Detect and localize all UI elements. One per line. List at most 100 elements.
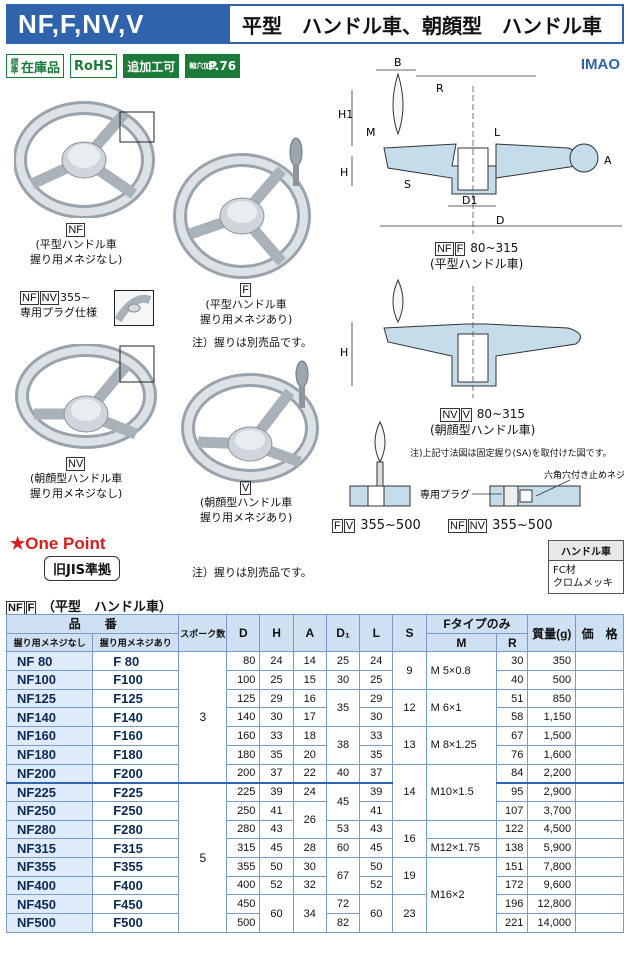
f-tag: F [240,283,252,297]
cell-l: 37 [359,763,394,784]
material-line1: FC材 [553,565,576,576]
cell-d: 355 [226,856,261,877]
cell-r: 107 [496,800,529,821]
cell-mass: 1,500 [527,726,577,746]
cell-mass: 2,200 [527,763,577,784]
dim-s: S [404,178,411,191]
cell-price [575,800,624,821]
cell-mass: 3,700 [527,800,577,821]
flat-wheel-drawing: B R H1 M L H A S D1 D [338,56,622,234]
f-caption-line1: (平型ハンドル車 [205,298,287,311]
cell-d: 80 [226,651,261,672]
small-detail-drawings: 専用プラグ 六角穴付き止めネジ [349,420,624,507]
cell-l: 25 [359,670,394,690]
cell-f: F500 [92,913,180,933]
cell-m: M10×1.5 [425,763,498,821]
cell-l: 35 [359,744,394,765]
one-point: ★One Point 旧JIS準拠 [10,534,121,581]
cell-nf: NF125 [5,688,94,709]
plug-tag-nf: NF [20,291,39,305]
cell-l: 45 [359,838,394,858]
cell-r: 172 [496,875,529,896]
cell-h: 37 [259,763,294,784]
cell-d1: 60 [325,838,361,858]
nf-wheel-image [14,101,155,218]
cell-s: 16 [392,819,427,858]
extra-label: 追加工可 [127,59,176,74]
cell-h: 50 [259,856,294,877]
cell-h: 33 [259,726,294,746]
cell-a: 22 [292,763,327,784]
plug-desc: 専用プラグ仕様 [20,306,97,319]
dim-d: D [496,214,504,227]
brand-logo: IMAO [580,56,620,73]
dim-d1: D1 [462,194,477,207]
cell-f: F160 [92,726,180,746]
stock-badge: 標準 在庫品 [6,54,65,78]
cell-h: 45 [259,838,294,858]
cell-d: 200 [226,763,261,784]
cell-l: 41 [359,800,394,821]
flat-name: (平型ハンドル車) [430,257,524,271]
cell-price [575,894,624,914]
table-title-text: （平型 ハンドル車） [41,600,172,615]
cell-nf: NF355 [5,856,94,877]
dim-h: H [340,166,348,179]
th-spokes: スポーク数 [178,613,228,653]
cell-price [575,651,624,672]
th-ftype: Fタイプのみ [425,614,529,634]
cell-spokes: 5 [178,781,228,933]
small-right-range: 355~500 [492,518,553,533]
cell-d1: 72 [325,894,361,914]
flat-tag-nf: NF [434,242,454,256]
cell-r: 95 [496,781,529,802]
cell-r: 30 [496,651,529,672]
v-caption-line1: (朝顔型ハンドル車 [200,496,293,509]
cell-nf: NF200 [5,763,94,784]
th-a: A [292,613,327,653]
material-box: ハンドル車 FC材 クロムメッキ [548,540,624,594]
plug-detail-image [114,290,154,326]
cell-nf: NF100 [5,670,94,690]
th-part-no: 品 番 [5,614,180,634]
cell-r: 58 [496,707,529,728]
f-caption: F (平型ハンドル車 握り用メネジあり) [200,282,292,327]
page-header: NF,F,NV,V 平型 ハンドル車、朝顔型 ハンドル車 [6,4,624,44]
plug-range: 355~ [59,291,91,304]
cell-d: 280 [226,819,261,840]
dim-l: L [494,126,501,139]
cell-nf: NF180 [5,744,94,765]
cell-r: 122 [496,819,529,840]
cell-d1: 30 [325,670,361,690]
page-ref: P.76 [208,59,237,73]
cell-m: M 6×1 [425,688,498,728]
cell-h: 39 [259,781,294,802]
v-note: 注）握りは別売品です。 [192,566,312,579]
dim-r: R [436,82,444,95]
nv-caption: NV (朝顔型ハンドル車 握り用メネジなし) [30,456,122,501]
cell-mass: 9,600 [527,875,577,896]
cell-d1: 45 [325,781,361,821]
cell-nf: NF225 [5,781,94,802]
cell-mass: 2,900 [527,781,577,802]
dish-range: 80~315 [476,407,526,421]
cell-r: 51 [496,688,529,709]
cell-mass: 4,500 [527,819,577,840]
nf-caption: NF (平型ハンドル車 握り用メネジなし) [30,222,122,267]
cell-d: 450 [226,894,261,914]
cell-price [575,688,624,709]
cell-spokes: 3 [178,651,228,784]
material-header: ハンドル車 [549,541,623,561]
cell-f: F250 [92,800,180,821]
f-caption-line2: 握り用メネジあり) [200,313,293,326]
cell-s: 23 [392,894,427,933]
cell-d1: 82 [325,913,361,933]
